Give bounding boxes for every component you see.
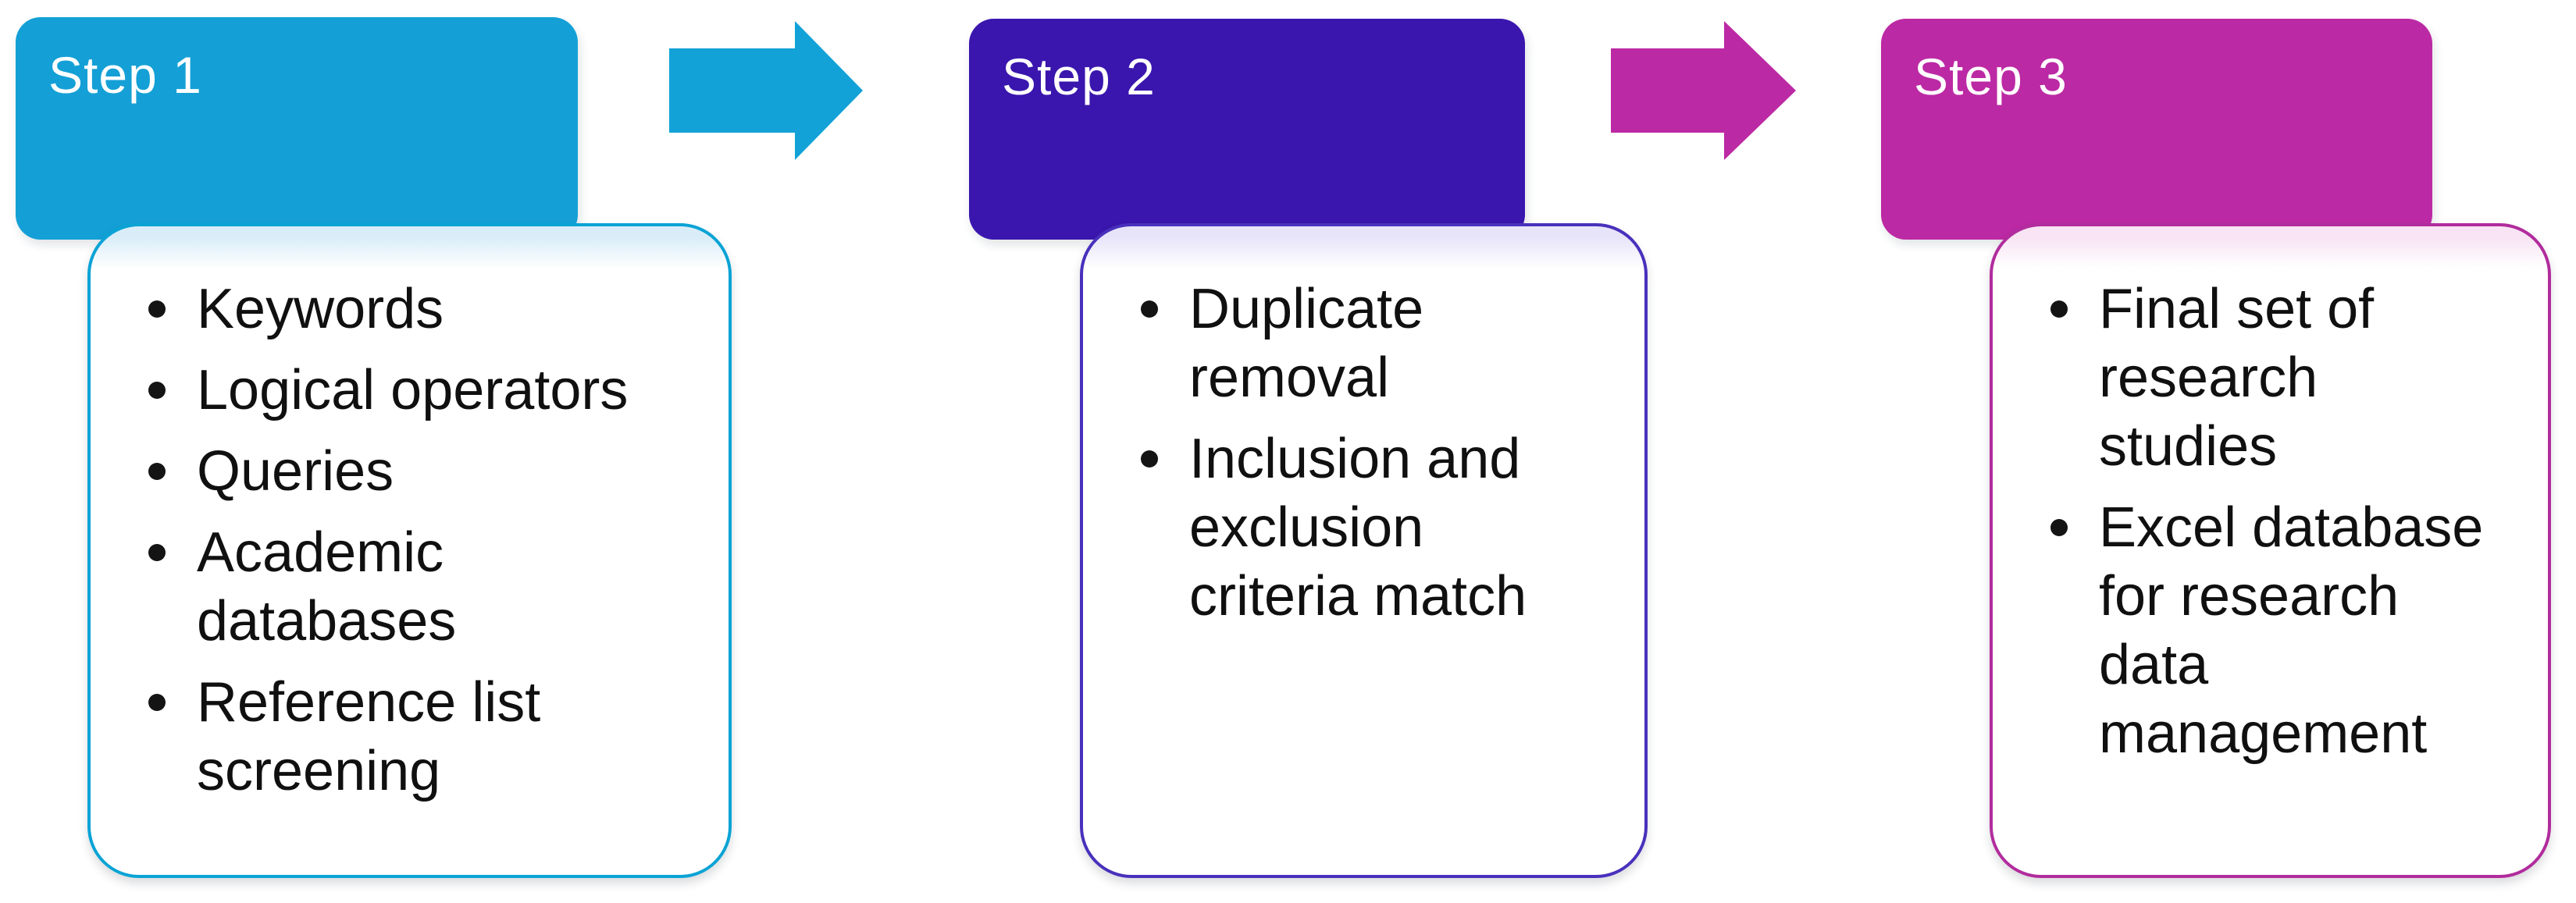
step-3-header: Step 3 [1881,19,2432,240]
bullet-dot-icon [148,463,166,480]
bullet-dot-icon [2050,300,2068,318]
bullet-dot-icon [148,300,166,318]
bullet-text: Reference list screening [197,671,541,802]
list-item: Final set of research studies [2050,275,2493,481]
arrow-step1-to-step2 [669,21,863,160]
step-2-content-panel: Duplicate removal Inclusion and exclusio… [1080,223,1648,878]
bullet-text: Logical operators [197,359,629,421]
bullet-dot-icon [148,544,166,561]
step-1-label: Step 1 [48,46,202,104]
step-3-content-panel: Final set of research studies Excel data… [1990,223,2551,878]
arrow-right-icon [669,21,863,160]
list-item: Academic databases [148,518,667,656]
bullet-dot-icon [148,382,166,399]
bullet-text: Inclusion and exclusion criteria match [1189,428,1527,627]
list-item: Keywords [148,275,667,343]
step-3-label: Step 3 [1914,48,2068,105]
step-1-header: Step 1 [16,17,578,240]
bullet-text: Academic databases [197,521,457,652]
step-1-content-panel: Keywords Logical operators Queries Acade… [87,223,732,878]
step-3-bullet-list: Final set of research studies Excel data… [2050,275,2493,768]
bullet-dot-icon [1141,300,1158,318]
arrow-right-icon [1611,21,1796,160]
list-item: Duplicate removal [1141,275,1590,412]
list-item: Inclusion and exclusion criteria match [1141,425,1590,631]
bullet-dot-icon [1141,450,1158,467]
step-2-header: Step 2 [969,19,1525,240]
step-1-bullet-list: Keywords Logical operators Queries Acade… [148,275,667,805]
bullet-dot-icon [148,694,166,711]
list-item: Excel database for research data managem… [2050,493,2493,768]
step-2-label: Step 2 [1002,48,1156,105]
list-item: Queries [148,437,667,506]
arrow-step2-to-step3 [1611,21,1796,160]
bullet-text: Duplicate removal [1189,278,1424,409]
bullet-text: Keywords [197,278,444,340]
bullet-text: Excel database for research data managem… [2099,496,2484,765]
list-item: Logical operators [148,356,667,425]
step-2-bullet-list: Duplicate removal Inclusion and exclusio… [1141,275,1590,631]
list-item: Reference list screening [148,668,667,805]
bullet-dot-icon [2050,519,2068,536]
bullet-text: Queries [197,440,394,503]
bullet-text: Final set of research studies [2099,278,2375,478]
